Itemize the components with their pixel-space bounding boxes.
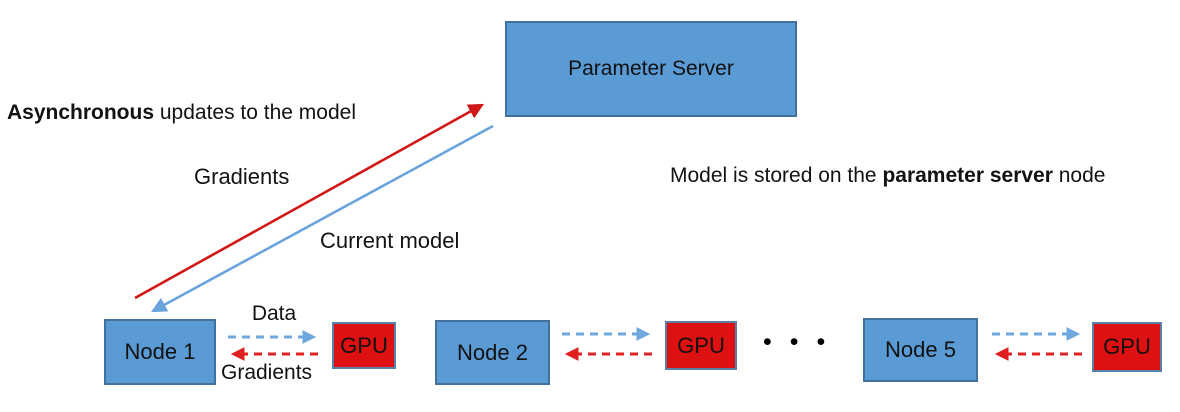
current-model-label: Current model (320, 228, 460, 253)
node5-box: Node 5 (863, 318, 978, 382)
asynchronous-note-bold: Asynchronous (7, 101, 155, 124)
parameter-server-label: Parameter Server (568, 57, 734, 80)
node5-label: Node 5 (885, 337, 956, 362)
model-storage-note-pre: Model is stored on the (670, 164, 883, 187)
gradients-up-label: Gradients (194, 164, 290, 189)
parameter-server-box: Parameter Server (505, 21, 797, 117)
gpu2-box: GPU (665, 321, 737, 370)
node1-label: Node 1 (124, 339, 196, 364)
node2-label: Node 2 (457, 339, 528, 365)
data-label: Data (251, 302, 297, 325)
model-storage-note-post: node (1052, 164, 1106, 187)
current-model-arrow (150, 124, 494, 313)
model-storage-note: Model is stored on the parameter server … (670, 164, 1105, 188)
gpu3-label: GPU (1103, 334, 1151, 359)
node1-box: Node 1 (104, 319, 216, 385)
gpu3-box: GPU (1092, 322, 1162, 372)
asynchronous-note-rest: updates to the model (154, 101, 357, 124)
ellipsis-dots: ••• (763, 328, 844, 356)
gpu1-label: GPU (340, 332, 388, 358)
gpu1-box: GPU (332, 322, 396, 369)
asynchronous-note: Asynchronous updates to the model (7, 101, 356, 125)
gpu2-label: GPU (677, 332, 725, 358)
model-storage-note-bold: parameter server (882, 164, 1053, 187)
gradients-up-arrow (134, 103, 485, 300)
gradients-down-label: Gradients (221, 361, 313, 384)
node2-box: Node 2 (435, 320, 550, 385)
